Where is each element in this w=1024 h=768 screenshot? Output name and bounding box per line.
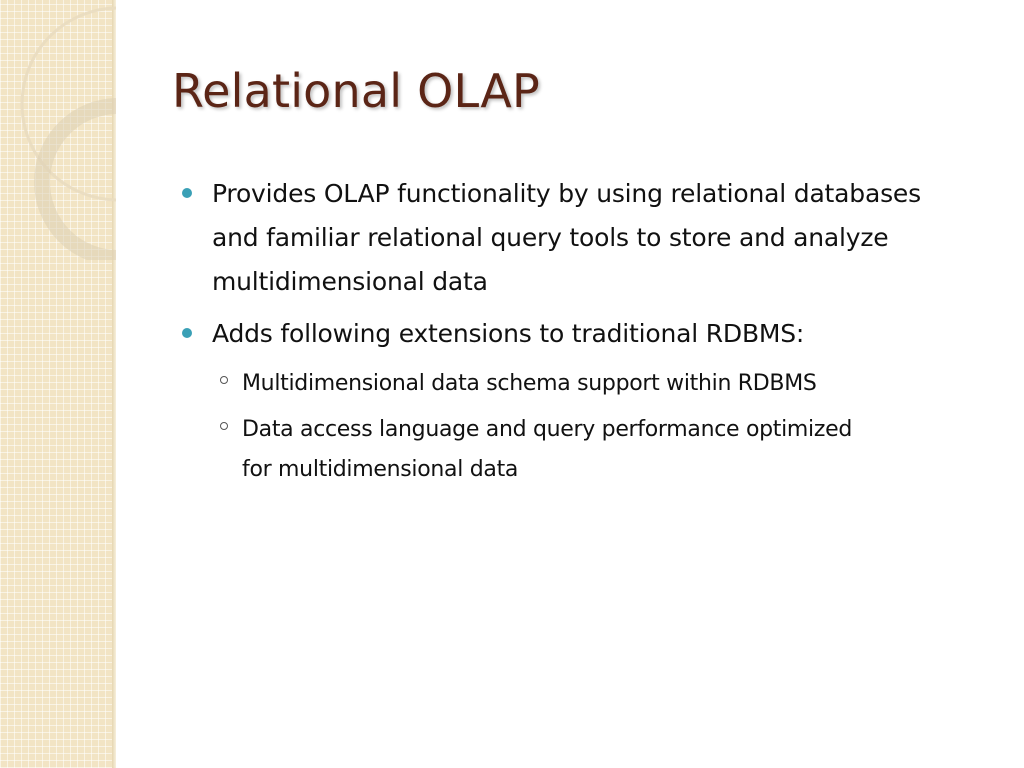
bullet-dot-icon: [182, 188, 192, 198]
sub-bullet-list: Multidimensional data schema support wit…: [182, 364, 1002, 490]
bullet-text: Adds following extensions to traditional…: [212, 319, 805, 348]
slide-content: Provides OLAP functionality by using rel…: [182, 172, 1002, 496]
decorative-ring-upper: [20, 6, 116, 202]
bullet-dot-icon: [182, 328, 192, 338]
sub-bullet-item: Multidimensional data schema support wit…: [216, 364, 1002, 404]
sub-bullet-text: Multidimensional data schema support wit…: [242, 371, 817, 396]
sub-bullet-text: Data access language and query performan…: [242, 417, 852, 482]
slide-title: Relational OLAP: [172, 64, 540, 118]
bullet-item: Provides OLAP functionality by using rel…: [182, 172, 1002, 304]
sub-bullet-ring-icon: [220, 422, 228, 430]
side-panel-edge: [112, 0, 116, 768]
sub-bullet-ring-icon: [220, 376, 228, 384]
sub-bullet-item: Data access language and query performan…: [216, 410, 1002, 490]
bullet-item: Adds following extensions to traditional…: [182, 312, 1002, 356]
decorative-ring-lower: [34, 98, 116, 260]
bullet-text: Provides OLAP functionality by using rel…: [212, 179, 921, 296]
decorative-rings: [20, 6, 116, 260]
